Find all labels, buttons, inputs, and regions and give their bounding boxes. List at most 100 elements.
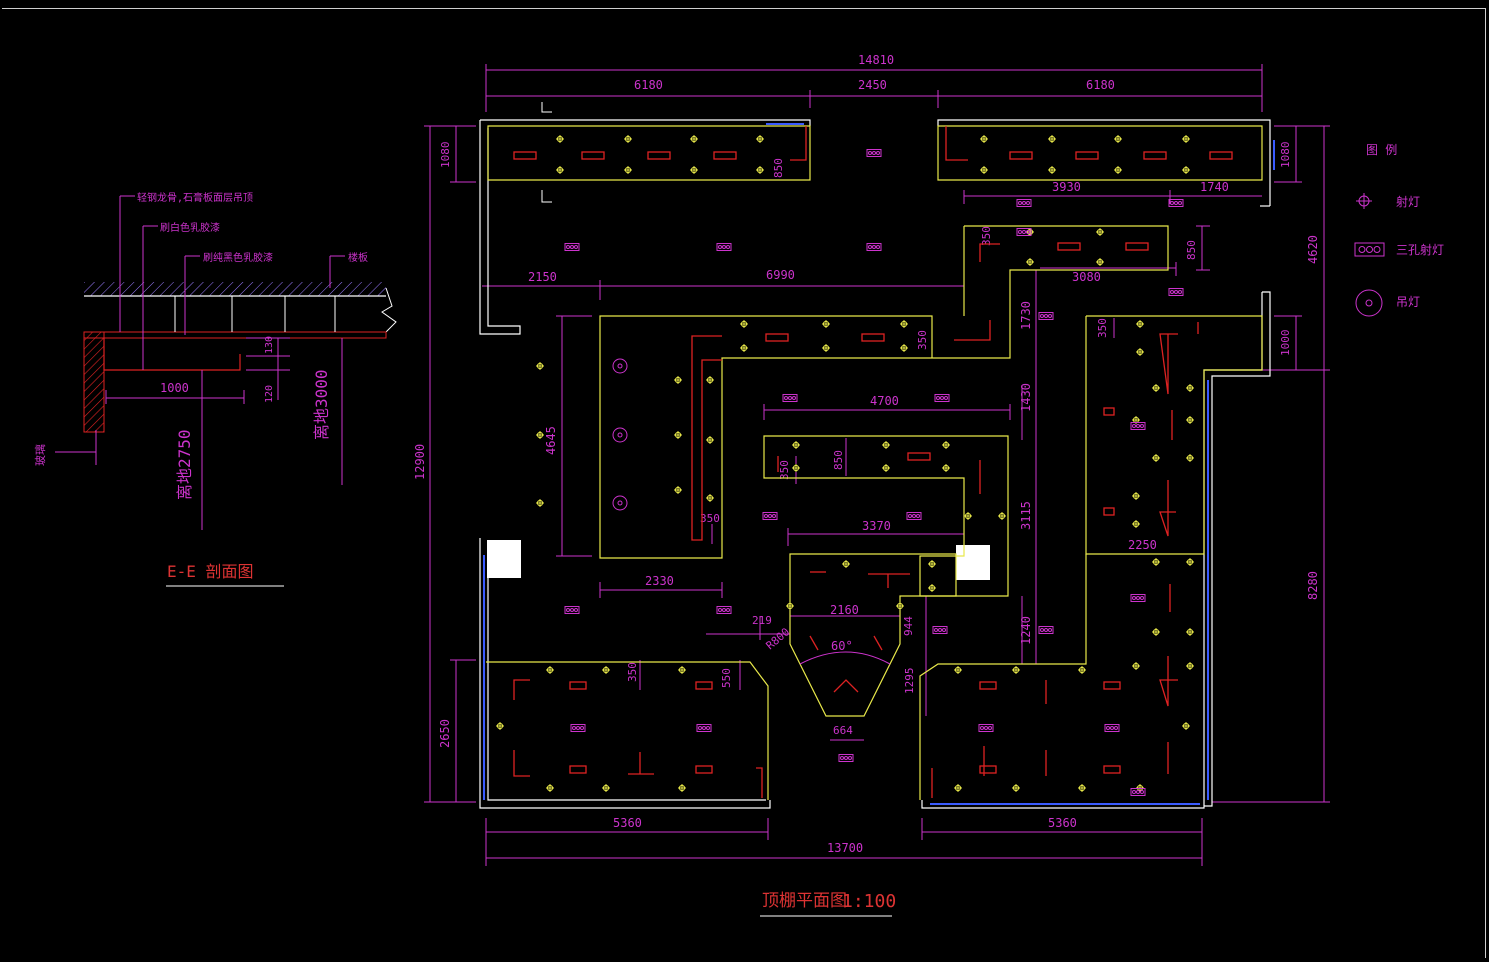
spotlight-crosshair xyxy=(882,441,890,449)
plan-title: 顶棚平面图 xyxy=(762,891,847,911)
triple-spotlight-lens xyxy=(1136,596,1140,600)
dim-2150: 2150 xyxy=(528,270,557,284)
spotlight-crosshair xyxy=(1152,558,1160,566)
spotlight-crosshair xyxy=(1012,666,1020,674)
triple-spotlight-lens xyxy=(784,396,788,400)
section-note-4: 楼板 xyxy=(348,251,368,264)
dim-6990: 6990 xyxy=(766,268,795,282)
triple-spotlight-lens xyxy=(788,396,792,400)
ceiling-board-line xyxy=(83,331,387,339)
triple-spotlight-lens xyxy=(1178,290,1182,294)
triple-spotlight-lens xyxy=(722,245,726,249)
triple-spotlight-symbol xyxy=(866,149,882,157)
triple-spotlight-lens xyxy=(872,245,876,249)
dim-entrance: 2450 xyxy=(858,78,887,92)
triple-spotlight-lens xyxy=(706,726,710,730)
dim-2330: 2330 xyxy=(645,574,674,588)
triple-spotlight-symbol xyxy=(906,512,922,520)
column-left xyxy=(487,540,521,578)
spotlight-crosshair xyxy=(536,431,544,439)
spotlight-crosshair xyxy=(1048,166,1056,174)
triple-spotlight-symbol xyxy=(716,606,732,614)
spotlight-crosshair xyxy=(954,784,962,792)
triple-spotlight-lens xyxy=(1140,596,1144,600)
spotlight-crosshair xyxy=(602,666,610,674)
dim-bottom-left: 5360 xyxy=(613,816,642,830)
glass-wall-lines xyxy=(483,123,1275,805)
triple-spotlight-symbol xyxy=(1168,199,1184,207)
dim-left-12900: 12900 xyxy=(413,444,427,480)
triple-spotlights xyxy=(564,149,1184,796)
legend-header: 图 例 xyxy=(1366,143,1397,157)
spotlight-crosshair xyxy=(954,666,962,674)
spotlight-crosshair xyxy=(624,166,632,174)
spotlight-crosshair xyxy=(546,784,554,792)
door-mark-top xyxy=(541,102,552,113)
column-center xyxy=(956,545,990,580)
triple-spotlight-lens xyxy=(1048,628,1052,632)
spotlight-crosshair xyxy=(1182,135,1190,143)
ceiling-drop-profile xyxy=(103,338,241,371)
dim-1730: 1730 xyxy=(1019,301,1033,330)
triple-spotlight-symbol xyxy=(564,243,580,251)
dim-350-e: 350 xyxy=(626,662,639,682)
dim-right-4620: 4620 xyxy=(1306,235,1320,264)
dim-r800: R800 xyxy=(764,625,793,652)
triple-spotlight-lens xyxy=(566,608,570,612)
dim-350-a: 350 xyxy=(980,226,993,246)
dim-850-a: 850 xyxy=(1185,240,1198,260)
triple-spotlight-lens xyxy=(936,396,940,400)
triple-spotlight-symbol xyxy=(762,512,778,520)
dim-4645: 4645 xyxy=(544,426,558,455)
dim-right-1080: 1080 xyxy=(1279,142,1292,169)
triple-spotlight-lens xyxy=(1018,201,1022,205)
spotlight-crosshair xyxy=(882,464,890,472)
spotlight-crosshair xyxy=(556,166,564,174)
spotlight-crosshair xyxy=(1152,628,1160,636)
triple-spotlight-lens xyxy=(580,726,584,730)
spotlights xyxy=(496,135,1194,792)
wall-section-hatch xyxy=(83,331,105,433)
dim-3930: 3930 xyxy=(1052,180,1081,194)
spotlight-crosshair xyxy=(678,784,686,792)
spotlight-crosshair xyxy=(536,362,544,370)
spotlight-crosshair xyxy=(1078,666,1086,674)
dim-350-f: 350 xyxy=(778,460,791,480)
dim-850-b: 850 xyxy=(832,450,845,470)
dim-550: 550 xyxy=(720,668,733,688)
spotlight-crosshair xyxy=(900,344,908,352)
triple-spotlight-lens xyxy=(698,726,702,730)
triple-spotlight-lens xyxy=(1040,628,1044,632)
triple-spotlight-symbol xyxy=(978,724,994,732)
triple-spotlight-symbol xyxy=(1016,228,1032,236)
triple-spotlight-lens xyxy=(1044,314,1048,318)
triple-spotlight-lens xyxy=(1018,230,1022,234)
dim-3115: 3115 xyxy=(1019,501,1033,530)
triple-spotlight-lens xyxy=(570,245,574,249)
spotlight-crosshair xyxy=(964,512,972,520)
triple-spotlight-lens xyxy=(792,396,796,400)
triple-spotlight-lens xyxy=(1140,424,1144,428)
spotlight-crosshair xyxy=(900,320,908,328)
triple-spotlight-lens xyxy=(764,514,768,518)
dim-bottom-right: 5360 xyxy=(1048,816,1077,830)
dim-total-width: 14810 xyxy=(858,53,894,67)
triple-spotlight-symbol xyxy=(782,394,798,402)
drawing-frame xyxy=(2,8,1486,958)
triple-spotlight-lens xyxy=(1132,596,1136,600)
triple-spotlight-lens xyxy=(988,726,992,730)
triple-spotlight-lens xyxy=(840,756,844,760)
spotlight-crosshair xyxy=(928,560,936,568)
spotlight-crosshair xyxy=(822,320,830,328)
triple-spotlight-symbol xyxy=(1168,288,1184,296)
spotlight-crosshair xyxy=(1048,135,1056,143)
spotlight-crosshair xyxy=(792,464,800,472)
dim-944: 944 xyxy=(902,616,915,636)
triple-spotlight-symbol xyxy=(1130,788,1146,796)
spotlight-crosshair xyxy=(1186,416,1194,424)
section-dim-120: 120 xyxy=(264,385,275,403)
spotlight-crosshair xyxy=(624,135,632,143)
triple-spotlight-lens xyxy=(984,726,988,730)
triple-spotlight-lens xyxy=(1114,726,1118,730)
triple-spotlight-lens xyxy=(570,608,574,612)
